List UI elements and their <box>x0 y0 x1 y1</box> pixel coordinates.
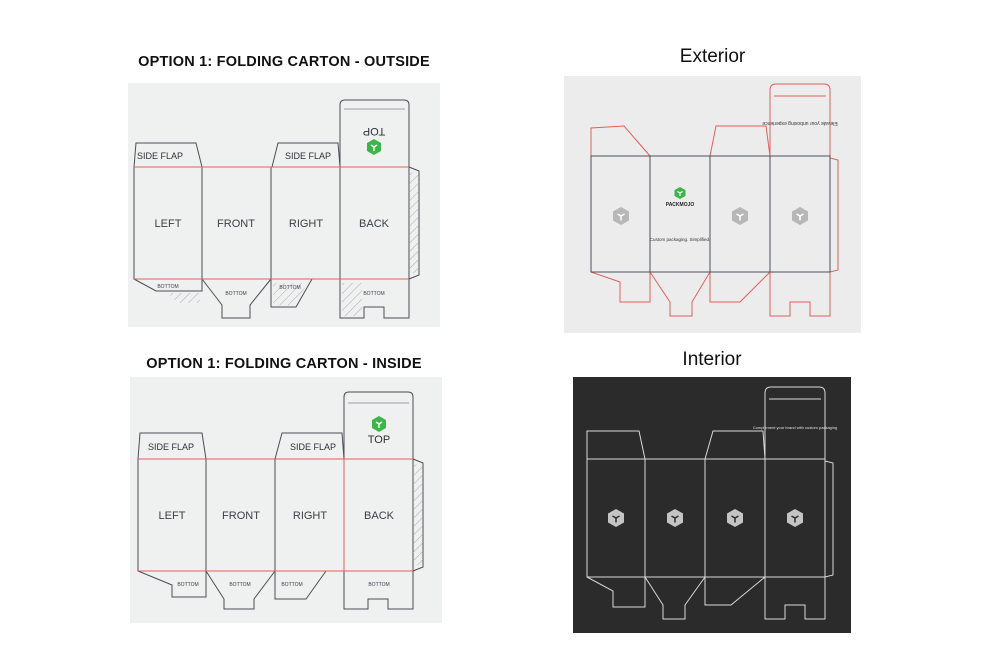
inside-bottom-label-2: BOTTOM <box>229 582 250 588</box>
outside-bottom-flap-3 <box>270 278 313 308</box>
exterior-back-logo-icon <box>792 207 808 225</box>
inside-heading: OPTION 1: FOLDING CARTON - INSIDE <box>146 356 422 372</box>
outside-bottom-label-3: BOTTOM <box>279 285 300 291</box>
inside-side-flap-left-shape <box>137 432 207 460</box>
inside-panel-back-label: BACK <box>364 510 395 522</box>
exterior-right-logo-icon <box>732 207 748 225</box>
exterior-dieline-panel <box>564 76 861 333</box>
outside-side-flap-right-shape <box>271 142 341 168</box>
interior-bottom-flap-3 <box>704 576 766 606</box>
outside-panel-front-label: FRONT <box>217 218 255 230</box>
interior-bottom-flap-4 <box>764 577 826 620</box>
interior-bottom-flap-1 <box>586 576 646 608</box>
outside-dieline-panel <box>128 83 440 327</box>
inside-background <box>130 377 442 623</box>
inside-panel-left-label: LEFT <box>159 510 186 522</box>
interior-right-logo-icon <box>727 509 743 527</box>
inside-top-logo-icon <box>372 416 386 432</box>
interior-title: Interior <box>682 349 742 370</box>
inside-top-lid-shape <box>343 391 414 459</box>
outside-top-lid-shape <box>339 99 410 167</box>
interior-bottom-flap-2 <box>644 576 706 620</box>
inside-side-flap-right-shape <box>274 432 345 460</box>
outside-bottom-flap-4 <box>339 279 410 319</box>
exterior-bottom-flap-2 <box>649 271 711 317</box>
outside-bottom-label-4: BOTTOM <box>363 291 384 297</box>
interior-dieline-panel <box>573 377 851 633</box>
exterior-left-logo-icon <box>613 207 629 225</box>
outside-side-flap-left-shape <box>133 142 203 168</box>
interior-left-logo-icon <box>608 509 624 527</box>
interior-front-logo-icon <box>667 509 683 527</box>
interior-side-flap-right <box>704 430 766 460</box>
outside-bottom-flap-1 <box>133 278 203 292</box>
inside-top-label: TOP <box>368 434 390 446</box>
exterior-front-logo-icon <box>674 187 686 199</box>
outside-top-logo-icon <box>367 139 381 155</box>
inside-bottom-label-4: BOTTOM <box>368 582 389 588</box>
interior-top-lid <box>764 386 826 459</box>
inside-side-flap-left-label: SIDE FLAP <box>148 442 194 452</box>
inside-bottom-label-3: BOTTOM <box>281 582 302 588</box>
interior-side-flap-left <box>586 430 646 460</box>
outside-bottom-label-1: BOTTOM <box>157 284 178 290</box>
interior-body-outline <box>586 458 826 578</box>
exterior-side-flap-right <box>709 125 771 157</box>
interior-back-logo-icon <box>787 509 803 527</box>
exterior-side-flap-left <box>590 125 651 157</box>
outside-panel-left-label: LEFT <box>155 218 182 230</box>
outside-panel-back-label: BACK <box>359 218 390 230</box>
inside-panel-right-label: RIGHT <box>293 510 328 522</box>
inside-dieline-panel <box>130 377 442 623</box>
exterior-background <box>564 76 861 333</box>
interior-background <box>573 377 851 633</box>
inside-bottom-flap-4 <box>343 571 414 610</box>
inside-bottom-flap-3 <box>274 570 327 600</box>
exterior-title: Exterior <box>679 46 746 67</box>
outside-side-flap-left-label: SIDE FLAP <box>137 151 183 161</box>
inside-bottom-label-1: BOTTOM <box>177 582 198 588</box>
inside-panel-front-label: FRONT <box>222 510 260 522</box>
outside-heading: OPTION 1: FOLDING CARTON - OUTSIDE <box>138 54 430 70</box>
interior-top-text: Complement your brand with custom packag… <box>753 425 838 430</box>
outside-top-label: TOP <box>363 125 385 137</box>
outside-bottom-label-2: BOTTOM <box>225 291 246 297</box>
exterior-brand-name: PACKMOJO <box>666 202 695 208</box>
inside-bottom-flap-2 <box>205 570 276 610</box>
exterior-top-lid <box>769 83 831 156</box>
inside-side-flap-right-label: SIDE FLAP <box>290 442 336 452</box>
interior-glue-flap <box>824 460 834 578</box>
exterior-front-text: Custom packaging. Simplified. <box>650 237 711 242</box>
outside-bottom-flap-2 <box>201 278 272 319</box>
exterior-glue-flap <box>829 157 839 273</box>
exterior-bottom-flap-4 <box>769 272 831 317</box>
exterior-bottom-flap-1 <box>590 271 651 303</box>
outside-panel-right-label: RIGHT <box>289 218 324 230</box>
inside-bottom-flap-1 <box>137 570 207 598</box>
exterior-bottom-flap-3 <box>709 271 771 303</box>
exterior-top-text: Elevate your unboxing experience <box>762 120 838 126</box>
outside-side-flap-right-label: SIDE FLAP <box>285 151 331 161</box>
